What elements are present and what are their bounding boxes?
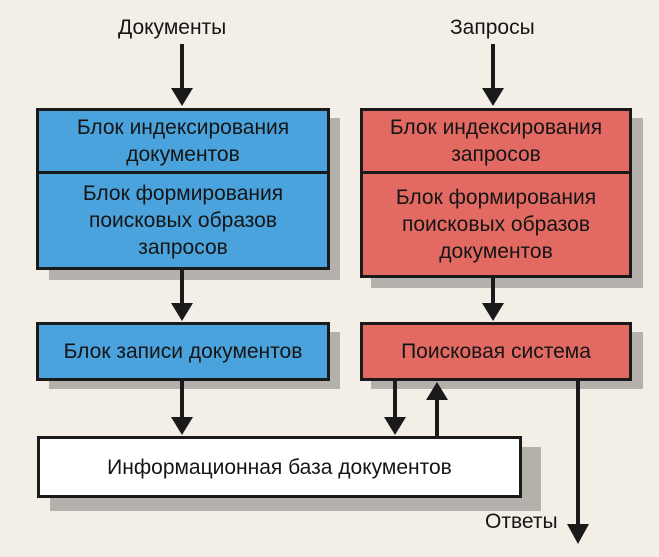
database-to-search-arrowhead bbox=[426, 382, 448, 400]
queries-input-label: Запросы bbox=[450, 16, 535, 39]
documents-arrowhead bbox=[171, 88, 193, 106]
document-image-forming-block: Блок формирования поисковых образов доку… bbox=[360, 171, 632, 278]
right-forming-arrowhead bbox=[482, 303, 504, 321]
document-database-block: Информационная база документов bbox=[37, 436, 522, 498]
document-writer-block: Блок записи документов bbox=[36, 322, 330, 381]
query-image-forming-block: Блок формирования поисковых образов запр… bbox=[36, 171, 330, 270]
documents-input-label: Документы bbox=[118, 16, 227, 39]
writer-to-database-arrowhead bbox=[171, 417, 193, 435]
answers-arrowhead bbox=[567, 524, 589, 544]
left-forming-arrowhead bbox=[171, 303, 193, 321]
queries-arrowhead bbox=[482, 88, 504, 106]
document-indexing-block: Блок индексирования документов bbox=[36, 108, 330, 174]
search-system-block: Поисковая система bbox=[360, 322, 632, 381]
answers-output-label: Ответы bbox=[485, 510, 558, 533]
search-to-database-arrowhead bbox=[384, 417, 406, 435]
